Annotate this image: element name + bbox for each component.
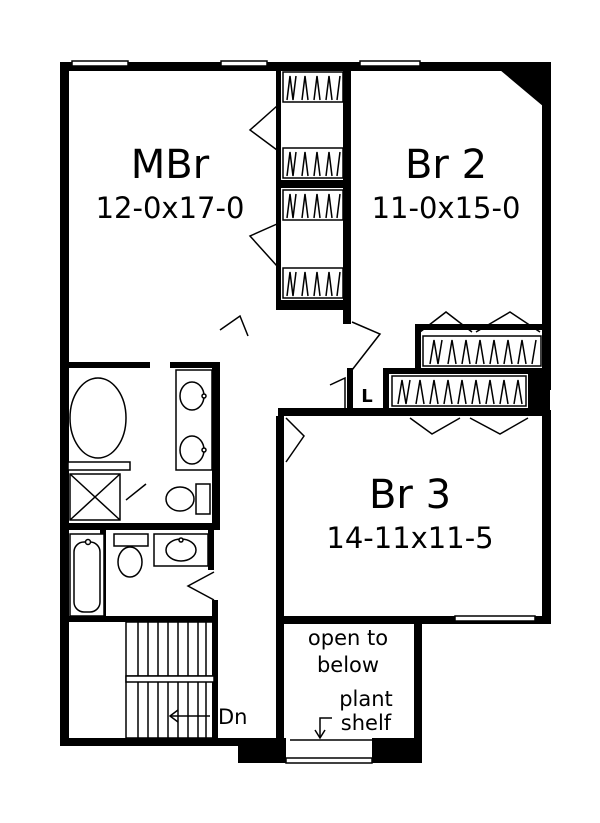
linen-closet-label: L	[361, 386, 372, 407]
stairs	[125, 621, 215, 739]
plant-shelf-arrow	[290, 717, 410, 741]
br2-closet	[419, 311, 542, 367]
plant-label: plant	[339, 687, 393, 711]
br3-size: 14-11x11-5	[326, 521, 493, 555]
br3-name: Br 3	[369, 472, 451, 518]
toilet	[195, 483, 211, 515]
hall-bath-fixtures	[69, 533, 209, 617]
mbr-size: 12-0x17-0	[96, 191, 245, 225]
br2-name: Br 2	[405, 142, 487, 188]
br3-closet	[391, 375, 529, 435]
stairs-down-label: Dn	[218, 705, 247, 729]
mbr-name: MBr	[131, 142, 210, 188]
interior-walls	[60, 62, 548, 746]
door-swings	[125, 105, 382, 601]
labels: MBr 12-0x17-0 Br 2 11-0x15-0 Br 3 14-11x…	[96, 142, 521, 735]
windows	[71, 60, 536, 764]
corner-chase	[500, 70, 550, 112]
below-label: below	[317, 653, 379, 677]
mbr-closet-upper	[282, 71, 344, 179]
shelf-label: shelf	[341, 711, 392, 735]
exterior-walls	[60, 62, 551, 763]
open-to-label: open to	[308, 626, 388, 650]
mbr-closet-lower	[282, 189, 344, 299]
master-bath-fixtures	[67, 369, 213, 521]
bathtub-oval	[69, 377, 127, 459]
toilet-2	[113, 533, 149, 547]
br2-size: 11-0x15-0	[372, 191, 521, 225]
